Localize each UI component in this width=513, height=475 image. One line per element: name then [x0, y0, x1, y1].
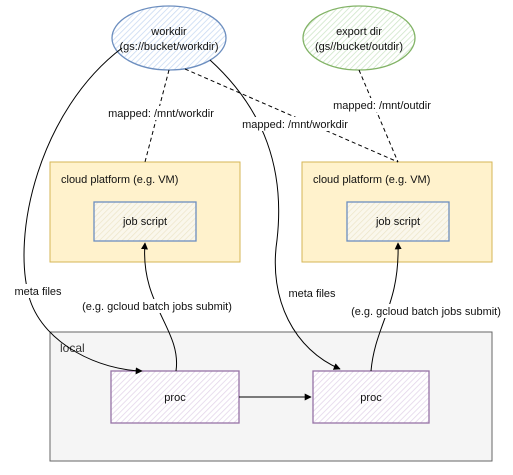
- mapped-label-center: mapped: /mnt/workdir: [242, 119, 348, 131]
- proc-left: [110, 370, 240, 424]
- proc-right-label: proc: [360, 392, 382, 404]
- mapped-label-right: mapped: /mnt/outdir: [333, 100, 431, 112]
- meta-files-label-left: meta files: [14, 286, 62, 298]
- submit-label-right: (e.g. gcloud batch jobs submit): [351, 306, 501, 318]
- mapped-edge-left: [144, 69, 170, 163]
- workdir-path: (gs://bucket/workdir): [119, 41, 218, 53]
- submit-edge-left: [141, 242, 178, 372]
- proc-left-label: proc: [164, 392, 186, 404]
- meta-files-edge-right: [209, 59, 341, 370]
- local-label: local: [60, 341, 85, 355]
- mapped-label-left: mapped: /mnt/workdir: [108, 108, 214, 120]
- mapped-edge-right: [358, 69, 399, 163]
- job-script-left-label: job script: [122, 216, 167, 228]
- meta-files-edge-left: [23, 47, 143, 375]
- workdir-label: workdir: [150, 26, 187, 38]
- cloud-platform-left-label: cloud platform (e.g. VM): [61, 174, 178, 186]
- workdir-bucket: [111, 5, 227, 71]
- job-script-left: [93, 201, 197, 242]
- meta-files-label-right: meta files: [288, 288, 336, 300]
- mapped-edge-center: [184, 68, 399, 163]
- job-script-right: [346, 201, 450, 242]
- proc-right: [312, 370, 430, 424]
- export-dir-path: (gs//bucket/outdir): [315, 41, 403, 53]
- job-script-right-label: job script: [375, 216, 420, 228]
- cloud-platform-right-label: cloud platform (e.g. VM): [313, 174, 430, 186]
- submit-label-left: (e.g. gcloud batch jobs submit): [82, 301, 232, 313]
- export-dir-label: export dir: [336, 26, 382, 38]
- export-dir-bucket: [302, 5, 416, 71]
